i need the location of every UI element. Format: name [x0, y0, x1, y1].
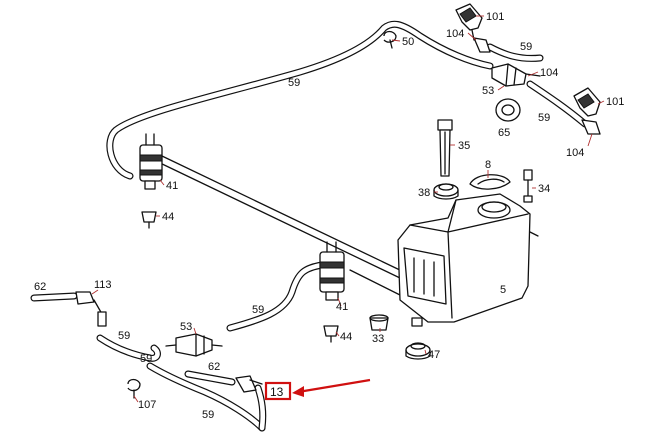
label-5: 5	[500, 284, 506, 296]
grommet-33	[369, 314, 389, 331]
plug-34	[523, 169, 533, 203]
nozzle-101-top	[455, 3, 483, 41]
label-34: 34	[538, 183, 550, 195]
label-50: 50	[402, 36, 414, 48]
label-33: 33	[372, 333, 384, 345]
label-59: 59	[538, 112, 550, 124]
nozzle-101-right	[573, 87, 601, 117]
clip-107	[127, 378, 141, 399]
label-47: 47	[428, 349, 440, 361]
label-101: 101	[606, 96, 624, 108]
label-59: 59	[140, 353, 152, 365]
hose-59-right-a	[486, 43, 544, 62]
label-59: 59	[520, 41, 532, 53]
cap-8	[469, 174, 511, 190]
washer-pump-41-upper	[139, 133, 163, 190]
cap-65	[495, 98, 521, 122]
check-valve-53-lower	[165, 333, 223, 357]
connector-104-top	[473, 37, 491, 53]
label-44: 44	[162, 211, 174, 223]
hose-59-bottom	[146, 362, 266, 432]
label-59: 59	[118, 330, 130, 342]
label-65: 65	[498, 127, 510, 139]
label-107: 107	[138, 399, 156, 411]
connector-104-right	[581, 119, 601, 135]
label-41: 41	[336, 301, 348, 313]
label-41: 41	[166, 180, 178, 192]
nozzle-113	[75, 291, 107, 327]
label-104: 104	[566, 147, 584, 159]
washer-pump-41-lower	[319, 241, 345, 301]
hose-62-top	[30, 292, 78, 302]
connector-13	[235, 375, 263, 393]
hose-59-left	[96, 334, 161, 362]
label-101: 101	[486, 11, 504, 23]
label-59: 59	[288, 77, 300, 89]
label-104: 104	[540, 67, 558, 79]
main-hose-59-upper	[106, 20, 494, 180]
label-59: 59	[202, 409, 214, 421]
grommet-44-lower	[323, 325, 339, 343]
clip-50	[383, 30, 397, 49]
label-35: 35	[458, 140, 470, 152]
label-59: 59	[252, 304, 264, 316]
highlight-arrow-head	[292, 386, 304, 397]
label-53: 53	[482, 85, 494, 97]
part-labels: 101 104 50 59 104 59 53 101 65 59 104 35…	[34, 11, 624, 421]
level-sensor-35	[437, 119, 453, 177]
seal-38	[433, 183, 459, 200]
label-104: 104	[446, 28, 464, 40]
label-38: 38	[418, 187, 430, 199]
grommet-44-upper	[141, 211, 157, 229]
hose-59-right-b	[526, 80, 589, 128]
highlight-box	[264, 381, 292, 401]
label-8: 8	[485, 159, 491, 171]
hose-to-tank	[157, 155, 411, 301]
hose-62-bottom	[184, 370, 236, 386]
highlight-callout: 13	[264, 378, 371, 401]
check-valve-53-upper	[491, 63, 541, 87]
label-44: 44	[340, 331, 352, 343]
label-62: 62	[208, 361, 220, 373]
highlight-arrow-shaft	[297, 378, 371, 394]
leader-lines	[91, 15, 605, 403]
grommet-47	[405, 342, 431, 360]
hose-59-pump	[226, 261, 326, 332]
highlight-label: 13	[270, 385, 284, 399]
label-62: 62	[34, 281, 46, 293]
label-113: 113	[94, 279, 112, 291]
hose-59-mid-right	[254, 384, 267, 432]
label-53: 53	[180, 321, 192, 333]
washer-fluid-tank	[397, 193, 539, 327]
